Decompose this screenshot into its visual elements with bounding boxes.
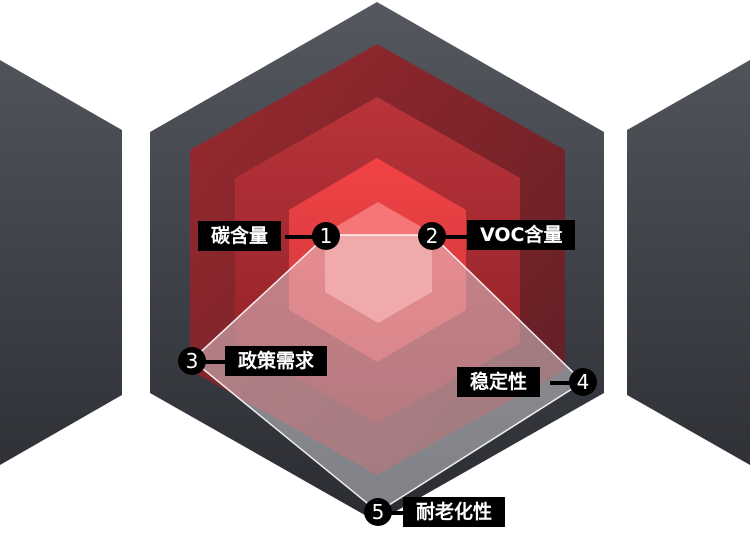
axis-number-4: 4 (569, 368, 597, 396)
connector (390, 511, 408, 515)
axis-label-carbon: 碳含量 (198, 221, 282, 251)
connector (550, 381, 572, 385)
axis-label-aging: 耐老化性 (403, 497, 506, 527)
axis-label-policy: 政策需求 (225, 346, 328, 376)
axis-number-1: 1 (312, 222, 340, 250)
connector (444, 235, 470, 239)
axis-label-stability: 稳定性 (457, 367, 541, 397)
axis-label-voc: VOC含量 (467, 220, 576, 250)
axis-number-2: 2 (418, 222, 446, 250)
axis-number-3: 3 (178, 347, 206, 375)
level-ring-4 (325, 202, 432, 323)
left-side-hexagon (0, 60, 122, 465)
axis-number-5: 5 (364, 498, 392, 526)
connector (204, 360, 228, 364)
connector (285, 235, 315, 239)
right-side-hexagon (627, 60, 750, 465)
data-polygon (190, 234, 585, 513)
